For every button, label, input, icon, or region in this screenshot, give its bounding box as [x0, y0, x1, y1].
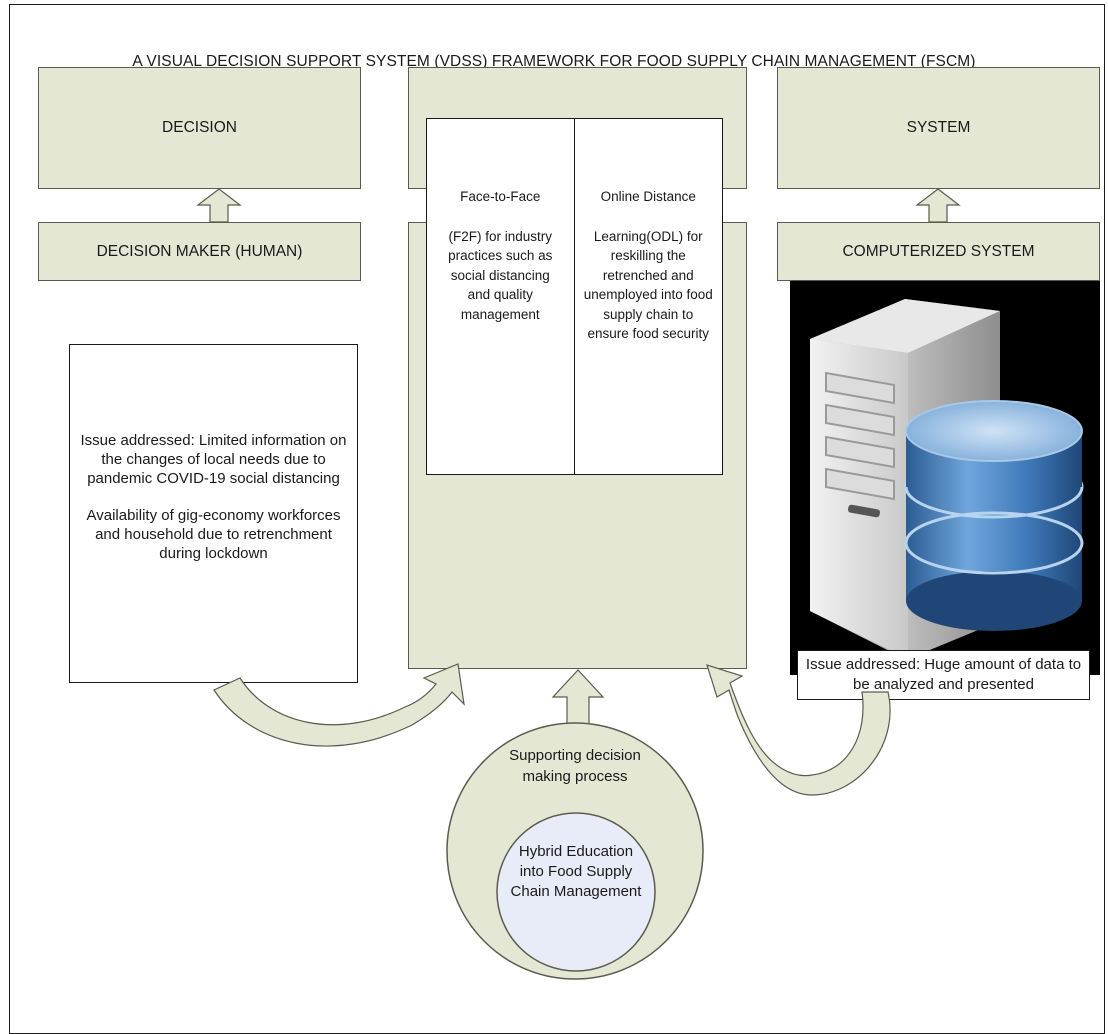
- curved-arrow-left: [213, 663, 465, 747]
- hybrid-education-circle: [496, 812, 656, 972]
- diagram-title: A VISUAL DECISION SUPPORT SYSTEM (VDSS) …: [132, 53, 976, 70]
- odl-body: Learning(ODL) for reskilling the retrenc…: [583, 228, 713, 342]
- supporting-process-label: Supporting decision making process: [509, 747, 641, 785]
- system-label: SYSTEM: [906, 119, 971, 136]
- hybrid-education-label: Hybrid Education into Food Supply Chain …: [510, 843, 642, 900]
- odl-column: Online Distance Learning(ODL) for reskil…: [575, 119, 723, 474]
- left-issue-text-2: Availability of gig-economy workforces a…: [86, 507, 341, 562]
- f2f-body: (F2F) for industry practices such as soc…: [448, 228, 553, 322]
- education-modes-box: Face-to-Face (F2F) for industry practice…: [426, 118, 723, 475]
- left-issue-text: Issue addressed: Limited information on …: [80, 432, 347, 487]
- right-issue-box: Issue addressed: Huge amount of data to …: [797, 650, 1090, 700]
- decision-maker-box: DECISION MAKER (HUMAN): [38, 222, 361, 281]
- up-arrow-left: [196, 188, 242, 223]
- up-arrow-right: [915, 188, 961, 223]
- curved-arrow-right: [706, 664, 891, 796]
- server-database-icon: [790, 281, 1100, 675]
- computerized-system-box: COMPUTERIZED SYSTEM: [777, 222, 1100, 281]
- right-issue-text: Issue addressed: Huge amount of data to …: [805, 656, 1082, 693]
- odl-heading: Online Distance: [600, 189, 696, 204]
- decision-box: DECISION: [38, 67, 361, 189]
- left-issue-box: Issue addressed: Limited information on …: [69, 344, 358, 683]
- computerized-system-label: COMPUTERIZED SYSTEM: [842, 242, 1035, 260]
- decision-maker-label: DECISION MAKER (HUMAN): [96, 242, 303, 260]
- f2f-heading: Face-to-Face: [460, 189, 541, 204]
- f2f-column: Face-to-Face (F2F) for industry practice…: [427, 119, 575, 474]
- decision-label: DECISION: [162, 119, 237, 136]
- system-box: SYSTEM: [777, 67, 1100, 189]
